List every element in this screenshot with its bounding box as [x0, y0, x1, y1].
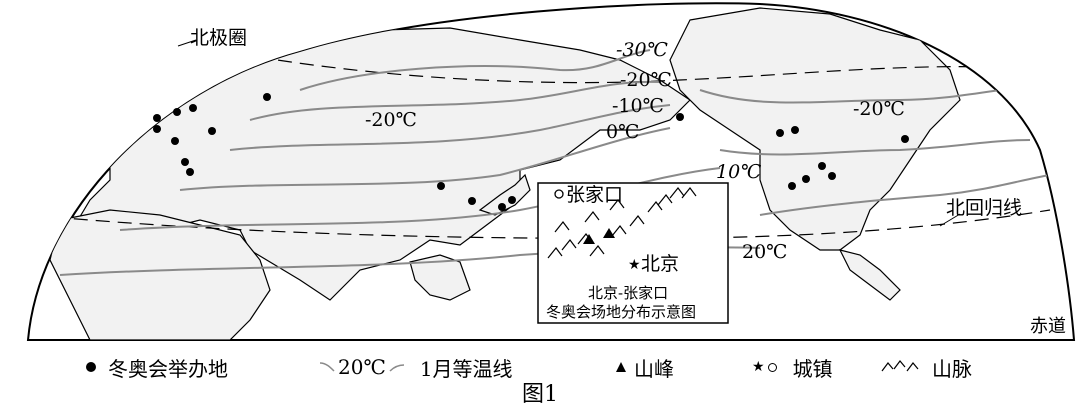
inset-caption-line2: 冬奥会场地分布示意图: [546, 303, 696, 321]
host-city-dot: [508, 196, 516, 204]
host-city-dot: [208, 127, 216, 135]
africa-landmass: [49, 209, 271, 341]
host-city-dot: [181, 158, 189, 166]
legend-town-label: 城镇: [792, 356, 833, 381]
host-city-dot: [776, 129, 784, 137]
peak-icon: [583, 234, 595, 244]
legend-peak: 山峰: [616, 354, 674, 381]
host-city-dot: [802, 175, 810, 183]
isotherm-sample-right-icon: [389, 364, 404, 372]
isotherm-line: [299, 49, 651, 91]
isotherm-line: [179, 127, 671, 191]
peak-icon: [603, 228, 615, 238]
map-legend: 冬奥会举办地 20℃ 1月等温线 山峰 ★ 城镇 山脉: [0, 342, 1080, 382]
isotherm-label: 0℃: [606, 121, 639, 143]
inset-city-beijing: 北京: [641, 253, 679, 275]
arctic-label-pointer: [177, 39, 197, 47]
isotherm-label: -20℃: [853, 98, 905, 120]
legend-range: 山脉: [880, 354, 972, 381]
legend-town: ★ 城镇: [752, 354, 833, 381]
isotherm-label: -30℃: [616, 39, 668, 61]
equator-label: 赤道: [1030, 316, 1066, 337]
figure-label: 图1: [522, 382, 558, 407]
central-america: [838, 249, 901, 301]
isotherm-label: -10℃: [612, 95, 664, 117]
host-city-dot: [189, 104, 197, 112]
host-city-dot: [437, 182, 445, 190]
world-map: 北极圈 -30℃ -20℃ -20℃ -10℃ 0℃ -20℃ 10℃ 20℃ …: [26, 2, 1076, 341]
tropic-label: 北回归线: [946, 197, 1022, 219]
isotherm-label: -20℃: [365, 109, 417, 131]
host-city-dot: [498, 203, 506, 211]
isotherm-line: [719, 139, 1031, 156]
mountain-range-icon: [647, 187, 697, 213]
beijing-star-icon: ★: [628, 257, 641, 273]
mountain-range-icon: [554, 221, 627, 257]
host-city-dot: [173, 108, 181, 116]
host-city-dot: [788, 182, 796, 190]
host-city-dot: [153, 114, 161, 122]
host-city-dot: [791, 126, 799, 134]
isotherm-label: 20℃: [742, 241, 787, 263]
legend-venue: 冬奥会举办地: [86, 354, 228, 381]
host-city-dot: [153, 125, 161, 133]
inset-city-zhangjiakou: 张家口: [566, 184, 623, 206]
host-city-dot: [186, 168, 194, 176]
star-legend-icon: ★: [752, 359, 765, 375]
inset-frame: [537, 182, 729, 324]
mountain-range-legend-icon: [881, 360, 919, 372]
isotherm-label: 10℃: [716, 161, 761, 183]
host-city-dot: [171, 137, 179, 145]
legend-peak-label: 山峰: [634, 356, 674, 381]
isotherm-line: [249, 80, 661, 121]
host-city-dot: [263, 93, 271, 101]
isotherm-line: [699, 84, 1041, 104]
legend-isotherm: 20℃ 1月等温线: [318, 354, 513, 381]
circle-legend-icon: [767, 362, 777, 372]
legend-isotherm-sample: 20℃: [338, 355, 386, 379]
legend-range-label: 山脉: [932, 356, 972, 381]
isotherm-label: -20℃: [620, 69, 672, 91]
venue-dot-icon: [86, 362, 96, 372]
host-city-dot: [468, 197, 476, 205]
southeast-asia: [409, 254, 471, 301]
peak-legend-icon: [616, 362, 626, 372]
isotherm-sample-left-icon: [319, 362, 335, 372]
arctic-circle-line: [169, 39, 1041, 84]
zhangjiakou-town-icon: [554, 189, 564, 199]
host-city-dot: [818, 162, 826, 170]
isotherm-line: [759, 174, 1051, 216]
isotherm-line: [119, 167, 721, 231]
north-america-landmass: [669, 7, 961, 251]
inset-map: 张家口 ★ 北京 北京-张家口 冬奥会场地分布示意图: [537, 182, 729, 324]
greenland: [959, 9, 1031, 61]
legend-venue-label: 冬奥会举办地: [108, 356, 228, 381]
legend-isotherm-label: 1月等温线: [419, 356, 513, 381]
isotherm-line: [229, 104, 671, 151]
arctic-circle-label: 北极圈: [190, 27, 247, 49]
tropic-label-pointer: [939, 213, 961, 227]
mountain-range-icon: [584, 199, 645, 227]
host-city-dot: [901, 135, 909, 143]
inset-caption-line1: 北京-张家口: [588, 284, 668, 302]
host-city-dot: [828, 172, 836, 180]
host-city-dot: [676, 113, 684, 121]
